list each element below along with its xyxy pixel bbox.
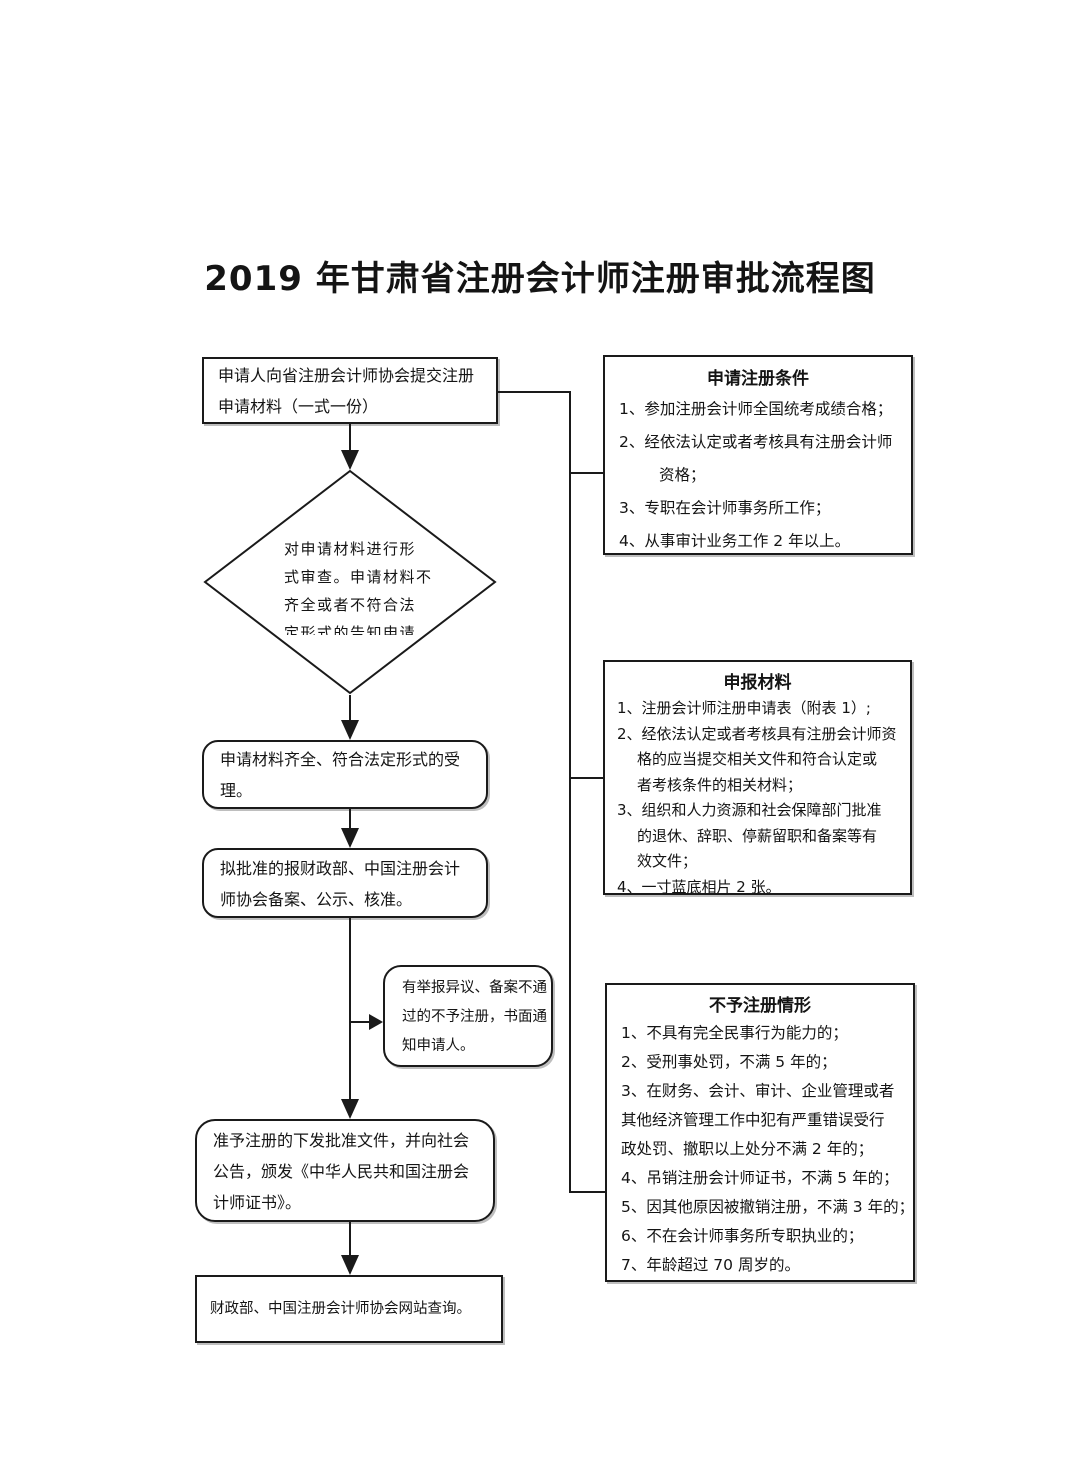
list-line: 政处罚、撤职以上处分不满 2 年的；: [621, 1140, 874, 1158]
text-line: 申请材料（一式一份）: [218, 397, 379, 416]
down-arrowhead-icon: [341, 1099, 359, 1119]
arrow-shaft: [350, 1021, 371, 1023]
panel-title: 不予注册情形: [709, 996, 811, 1016]
arrow-shaft: [349, 1222, 351, 1257]
arrow-shaft: [349, 809, 351, 830]
submit-materials-box: 申请人向省注册会计师协会提交注册申请材料（一式一份）: [202, 357, 498, 424]
list-line: 3、专职在会计师事务所工作；: [619, 499, 831, 517]
list-line: 3、组织和人力资源和社会保障部门批准: [617, 801, 882, 819]
list-line: 1、参加注册会计师全国统考成绩合格；: [619, 400, 893, 418]
website-query-box: 财政部、中国注册会计师协会网站查询。: [195, 1275, 503, 1343]
list-line: 4、吊销注册会计师证书，不满 5 年的；: [621, 1169, 899, 1187]
diamond-text: 对申请材料进行形式审查。申请材料不齐全或者不符合法定形式的告知申请: [284, 535, 452, 635]
text-line: 知申请人。: [402, 1038, 475, 1054]
text-line: 申请材料齐全、符合法定形式的受: [220, 750, 461, 769]
list-line: 5、因其他原因被撤销注册，不满 3 年的；: [621, 1198, 915, 1216]
acceptance-box: 申请材料齐全、符合法定形式的受理。: [202, 740, 488, 809]
connector-line: [498, 391, 571, 393]
text-line: 公告，颁发《中华人民共和国注册会: [213, 1162, 470, 1181]
text-line: 有举报异议、备案不通: [402, 980, 547, 996]
list-line: 4、从事审计业务工作 2 年以上。: [619, 532, 851, 550]
panel-registration-conditions: 申请注册条件 1、参加注册会计师全国统考成绩合格； 2、经依法认定或者考核具有注册…: [603, 355, 913, 555]
text-line: 齐全或者不符合法: [284, 596, 417, 614]
rejection-notice-box: 有举报异议、备案不通过的不予注册，书面通知申请人。: [383, 965, 553, 1067]
list-line: 1、注册会计师注册申请表（附表 1）;: [617, 699, 871, 717]
text-line: 拟批准的报财政部、中国注册会计: [220, 859, 461, 878]
list-line: 1、不具有完全民事行为能力的；: [621, 1024, 848, 1042]
list-line: 资格；: [659, 466, 706, 484]
connector-line: [571, 1191, 605, 1193]
list-line: 2、受刑事处罚，不满 5 年的；: [621, 1053, 837, 1071]
list-line: 者考核条件的相关材料；: [637, 775, 803, 794]
diamond-shape: [203, 469, 497, 695]
text-line: 计师证书》。: [213, 1193, 302, 1212]
list-line: 6、不在会计师事务所专职执业的；: [621, 1227, 864, 1245]
text-line: 理。: [220, 781, 253, 800]
connector-trunk-line: [569, 391, 571, 1193]
list-line: 3、在财务、会计、审计、企业管理或者: [621, 1082, 895, 1100]
list-line: 格的应当提交相关文件和符合认定或: [637, 750, 878, 768]
list-line: 其他经济管理工作中犯有严重错误受行: [621, 1111, 885, 1129]
panel-application-materials: 申报材料 1、注册会计师注册申请表（附表 1）; 2、经依法认定或者考核具有注册会…: [603, 660, 912, 896]
text-line: 过的不予注册，书面通: [402, 1009, 547, 1025]
page-title: 2019 年甘肃省注册会计师注册审批流程图: [204, 259, 876, 299]
panel-title: 申请注册条件: [707, 369, 809, 389]
text-line: 师协会备案、公示、核准。: [220, 890, 413, 909]
text-line: 准予注册的下发批准文件，并向社会: [213, 1131, 470, 1150]
panel-body: 1、注册会计师注册申请表（附表 1）; 2、经依法认定或者考核具有注册会计师资格的…: [617, 696, 910, 900]
connector-line: [571, 777, 603, 779]
panel-body: 1、参加注册会计师全国统考成绩合格； 2、经依法认定或者考核具有注册会计师资格； 3…: [619, 393, 911, 558]
text-line: 对申请材料进行形: [284, 540, 417, 558]
text-line: 申请人向省注册会计师协会提交注册: [218, 366, 475, 385]
panel-rejection-cases: 不予注册情形 1、不具有完全民事行为能力的； 2、受刑事处罚，不满 5 年的； 3、…: [605, 983, 915, 1282]
format-review-diamond: 对申请材料进行形式审查。申请材料不齐全或者不符合法定形式的告知申请: [202, 469, 498, 695]
list-line: 效文件；: [637, 852, 698, 870]
certificate-issue-box: 准予注册的下发批准文件，并向社会公告，颁发《中华人民共和国注册会计师证书》。: [195, 1119, 495, 1222]
list-line: 的退休、辞职、停薪留职和备案等有: [637, 826, 878, 845]
down-arrowhead-icon: [341, 720, 359, 740]
down-arrowhead-icon: [341, 450, 359, 470]
list-line: 2、经依法认定或者考核具有注册会计师资: [617, 724, 897, 743]
down-arrowhead-icon: [341, 828, 359, 848]
text-line: 式审查。申请材料不: [284, 568, 433, 586]
down-arrowhead-icon: [341, 1255, 359, 1275]
arrow-shaft: [349, 918, 351, 1101]
arrow-shaft: [349, 424, 351, 452]
text-line: 定形式的告知申请: [284, 624, 417, 635]
right-arrowhead-icon: [369, 1014, 383, 1030]
list-line: 7、年龄超过 70 周岁的。: [621, 1256, 800, 1274]
list-line: 2、经依法认定或者考核具有注册会计师: [619, 433, 893, 451]
text-line: 财政部、中国注册会计师协会网站查询。: [210, 1301, 471, 1317]
panel-title: 申报材料: [723, 673, 792, 693]
panel-body: 1、不具有完全民事行为能力的； 2、受刑事处罚，不满 5 年的； 3、在财务、会计、…: [621, 1019, 915, 1280]
connector-line: [571, 472, 603, 474]
approval-filing-box: 拟批准的报财政部、中国注册会计师协会备案、公示、核准。: [202, 848, 488, 918]
arrow-shaft: [349, 695, 351, 722]
list-line: 4、一寸蓝底相片 2 张。: [617, 877, 781, 896]
